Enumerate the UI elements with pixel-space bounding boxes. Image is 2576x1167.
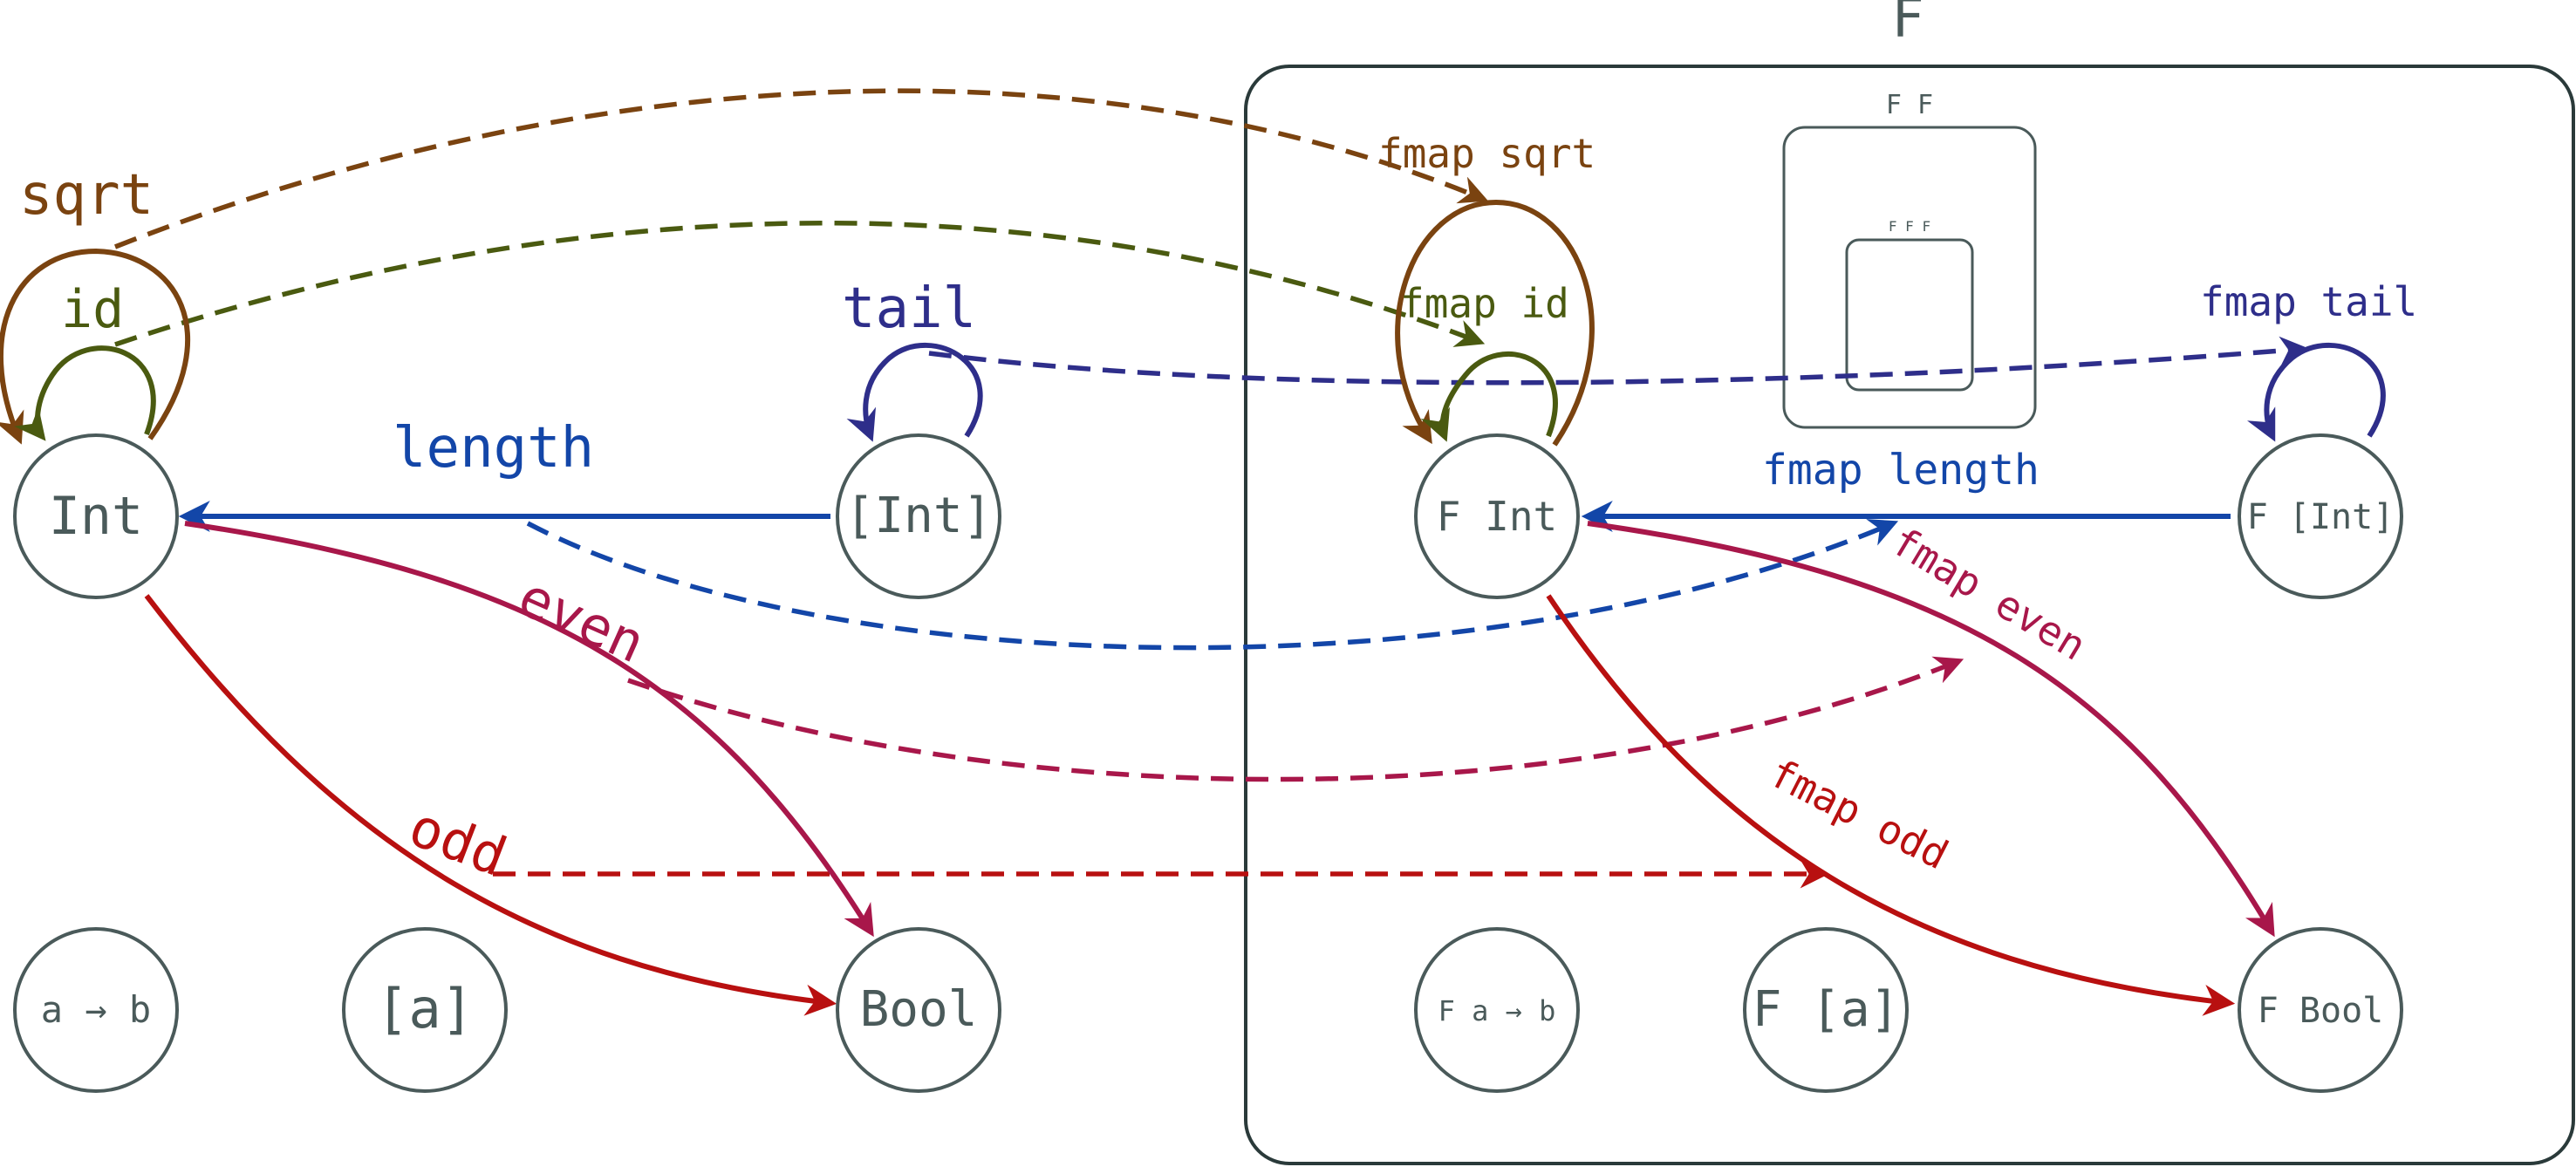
inner-box-fff [1845, 238, 1974, 392]
node-bool: Bool [836, 927, 1001, 1093]
label-fmap-id: fmap id [1400, 280, 1569, 327]
inner-box-fff-label: F F F [1889, 218, 1930, 235]
arrow-fmap-odd [1546, 594, 2236, 1016]
arrow-even [184, 521, 874, 938]
node-f-list-int: F [Int] [2238, 433, 2403, 599]
label-fmap-sqrt: fmap sqrt [1378, 130, 1595, 177]
node-int: Int [13, 433, 179, 599]
svg-text:Bool: Bool [860, 981, 978, 1038]
label-fmap-even: fmap even [1883, 517, 2094, 670]
svg-text:Int: Int [49, 486, 143, 547]
node-list-int: [Int] [836, 433, 1001, 599]
label-fmap-tail: fmap tail [2200, 278, 2417, 325]
label-sqrt: sqrt [19, 163, 154, 228]
functor-box [1244, 65, 2575, 1165]
svg-text:F [a]: F [a] [1753, 981, 1900, 1038]
label-tail: tail [842, 276, 976, 341]
svg-text:a → b: a → b [41, 988, 151, 1031]
svg-text:F a → b: F a → b [1438, 994, 1556, 1027]
dashed-sqrt-to-fmap-sqrt [113, 88, 1489, 249]
functor-box-label: F [1891, 0, 1923, 50]
node-a-to-b: a → b [13, 927, 179, 1093]
inner-box-ff [1782, 126, 2037, 429]
label-fmap-odd: fmap odd [1762, 749, 1956, 879]
arrow-fmap-even [1587, 521, 2275, 938]
arrow-fmap-tail-loop [2247, 342, 2386, 442]
arrow-odd [144, 594, 837, 1016]
label-fmap-length: fmap length [1762, 446, 2040, 495]
label-length: length [393, 416, 594, 481]
svg-text:F Int: F Int [1437, 493, 1557, 540]
node-f-list-a: F [a] [1743, 927, 1909, 1093]
svg-text:[a]: [a] [376, 977, 474, 1041]
dashed-tail-to-fmap-tail [928, 336, 2309, 386]
node-f-a-to-b: F a → b [1414, 927, 1580, 1093]
dashed-id-to-fmap-id [114, 220, 1486, 347]
svg-text:[Int]: [Int] [845, 488, 993, 544]
inner-box-ff-label: F F [1886, 90, 1933, 120]
arrow-sqrt-loop [0, 248, 190, 445]
dashed-even-to-fmap-even [627, 656, 1964, 782]
label-even: even [509, 564, 654, 675]
arrow-fmap-id-loop [1420, 351, 1558, 442]
node-f-int: F Int [1414, 433, 1580, 599]
label-id: id [61, 279, 124, 340]
svg-text:F [Int]: F [Int] [2247, 497, 2395, 537]
svg-text:F Bool: F Bool [2258, 991, 2384, 1031]
dashed-length-to-fmap-length [526, 519, 1899, 651]
node-list-a: [a] [342, 927, 508, 1093]
arrow-id-loop [13, 345, 156, 441]
arrow-tail-loop [846, 342, 983, 442]
arrow-fmap-sqrt-loop [1395, 199, 1595, 447]
node-f-bool: F Bool [2238, 927, 2403, 1093]
